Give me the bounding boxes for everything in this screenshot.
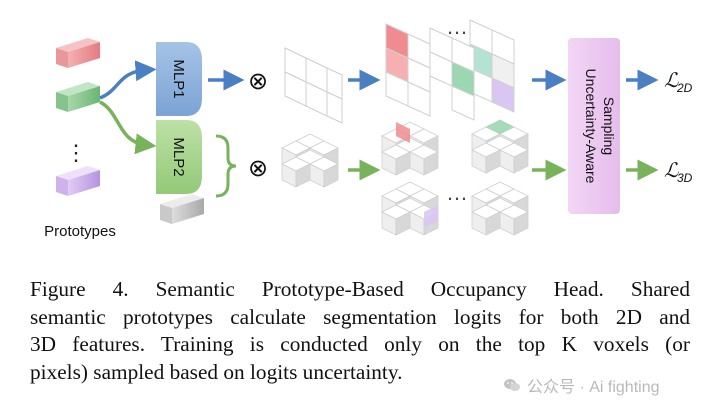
logits-3d-cluster-4 <box>471 181 529 236</box>
caption-line-2: semantic prototypes calculate segmentati… <box>30 304 690 329</box>
logits-2d-hdots: … <box>446 14 468 39</box>
ua-sampling-line2: Sampling <box>601 97 617 155</box>
logits-3d-hdots: … <box>446 180 468 205</box>
logits-2d-stack <box>385 19 515 121</box>
mlp2-block: MLP2 <box>156 120 202 194</box>
prototypes-label: Prototypes <box>44 223 116 240</box>
loss-2d-subscript: 2D <box>676 81 693 95</box>
figure-caption: Figure 4. Semantic Prototype-Based Occup… <box>30 276 690 386</box>
arrow-to-mlp1 <box>99 60 157 100</box>
figure-diagram: ⋮ Prototypes MLP1 MLP2 ⊗ ⊗ <box>44 14 693 240</box>
loss-3d-symbol: ℒ <box>664 160 679 182</box>
watermark-text: 公众号 · Ai fighting <box>527 379 660 396</box>
prototype-green-bar <box>56 82 100 112</box>
mlp1-label: MLP1 <box>170 59 187 98</box>
uncertainty-aware-sampling-block: Uncertainty-Aware Sampling <box>568 38 620 214</box>
ua-sampling-line1: Uncertainty-Aware <box>583 69 599 184</box>
prototype-red-bar <box>56 38 100 68</box>
prototype-gray-bar <box>160 194 204 224</box>
prototype-purple-bar <box>56 166 100 196</box>
arrow-to-mlp2 <box>99 100 157 155</box>
caption-line-4: pixels) sampled based on logits uncertai… <box>30 359 403 384</box>
mlp2-label: MLP2 <box>170 137 187 176</box>
caption-line-3: 3D features. Training is conducted only … <box>30 332 690 356</box>
otimes-3d: ⊗ <box>248 155 268 182</box>
feature-2d-plane <box>284 47 343 124</box>
mlp1-block: MLP1 <box>156 42 202 116</box>
caption-line-1: Figure 4. Semantic Prototype-Based Occup… <box>30 277 690 301</box>
loss-3d-subscript: 3D <box>677 171 693 185</box>
watermark: 公众号 · Ai fighting <box>503 373 660 397</box>
feature-3d-voxels <box>281 133 339 188</box>
logits-3d-cluster-1 <box>381 121 439 176</box>
logits-3d-cluster-3 <box>381 181 439 236</box>
prototypes-vdots: ⋮ <box>65 140 87 165</box>
wechat-icon <box>504 379 520 391</box>
loss-2d-symbol: ℒ <box>664 70 679 92</box>
mlp2-brace <box>215 134 237 198</box>
otimes-2d: ⊗ <box>248 68 268 95</box>
logits-3d-cluster-2 <box>471 119 529 174</box>
